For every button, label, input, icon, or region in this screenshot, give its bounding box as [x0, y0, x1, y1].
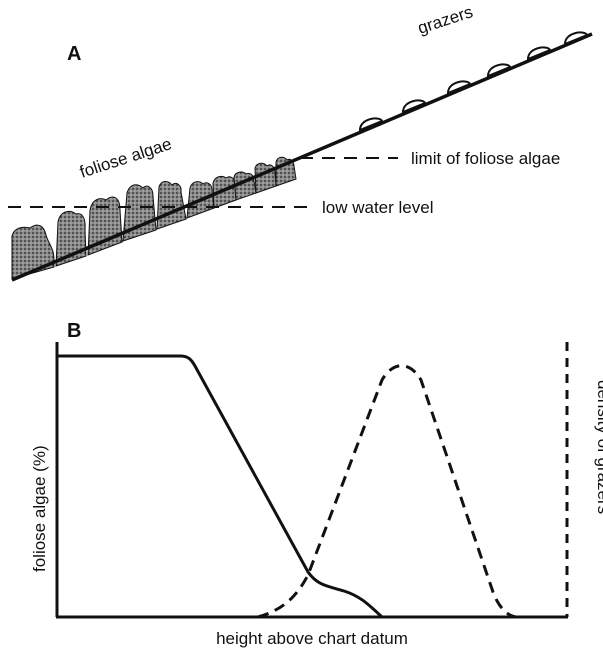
algae-frond — [122, 184, 157, 242]
grazer — [563, 31, 589, 46]
limit-of-algae-label: limit of foliose algae — [411, 149, 560, 168]
grazers — [358, 31, 589, 132]
grazer — [446, 80, 472, 95]
y-axis-label-left: foliose algae (%) — [30, 445, 49, 572]
density-of-grazers-curve — [257, 364, 517, 619]
grazer — [358, 117, 384, 132]
algae-frond — [156, 181, 187, 230]
panel-a-letter: A — [67, 43, 81, 65]
grazer — [486, 63, 512, 78]
grazers-label: grazers — [415, 2, 475, 38]
foliose-algae-curve — [57, 354, 384, 619]
y-axis-label-right: density of grazers — [594, 380, 603, 514]
x-axis-label: height above chart datum — [216, 629, 408, 648]
grazer — [401, 99, 427, 114]
panel-b-letter: B — [67, 320, 81, 342]
low-water-label: low water level — [322, 198, 434, 217]
foliose-algae-label: foliose algae — [77, 134, 174, 182]
grazer — [526, 46, 552, 61]
